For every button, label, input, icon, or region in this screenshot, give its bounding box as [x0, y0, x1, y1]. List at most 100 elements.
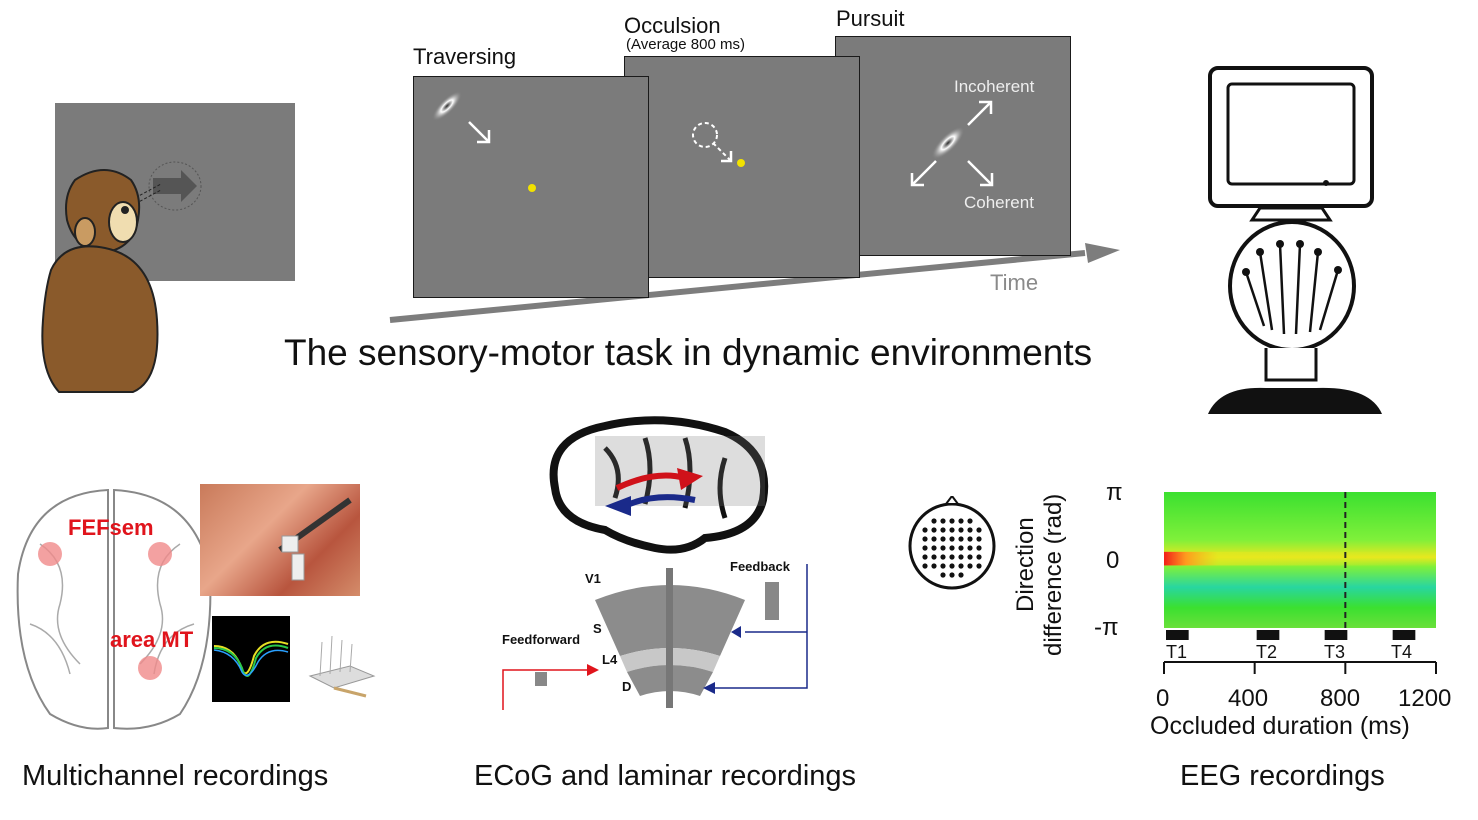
traversing-panel [413, 76, 649, 298]
eeg-ylabel-line2-text: difference (rad) [1040, 493, 1067, 656]
feedforward-label: Feedforward [502, 632, 581, 647]
feedback-label: Feedback [730, 559, 790, 574]
eeg-electrode-dot [931, 518, 937, 524]
time-label: Time [990, 270, 1039, 295]
eeg-electrode-dot [949, 554, 955, 560]
utah-array-icon [308, 635, 376, 698]
eeg-electrode-dot [940, 536, 946, 542]
eeg-electrode-dot [940, 554, 946, 560]
xtick-800: 800 [1320, 685, 1361, 712]
eeg-electrode-dot [967, 545, 973, 551]
brain-topview [16, 488, 212, 730]
eeg-electrode-dot [922, 554, 928, 560]
eeg-electrode-dot [949, 545, 955, 551]
multichannel-caption: Multichannel recordings [22, 760, 329, 792]
eeg-electrode-dot [958, 554, 964, 560]
window-bar-t1 [1166, 630, 1189, 640]
coherent-label: Coherent [964, 193, 1034, 212]
occlusion-path-icon [692, 122, 745, 167]
eeg-electrode-dot [931, 536, 937, 542]
traversing-label: Traversing [413, 44, 517, 69]
d-label: D [622, 679, 632, 694]
heatmap-hot-band [1164, 551, 1436, 566]
monitor-eeg-illustration [1208, 66, 1382, 414]
time-arrow [389, 243, 1120, 323]
window-bar-t4 [1392, 630, 1416, 640]
spike-waveform-plot [212, 616, 290, 702]
laminar-diagram [502, 564, 808, 710]
s-label: S [593, 621, 602, 636]
eeg-electrode-map-icon [908, 496, 996, 590]
eeg-electrode-dot [931, 527, 937, 533]
window-bar-t2 [1256, 630, 1280, 640]
pursuit-grating-icon [910, 100, 994, 187]
window-bar-t3 [1324, 630, 1348, 640]
traversing-grating-icon [432, 91, 536, 192]
ytick-zero: 0 [1106, 547, 1120, 574]
task-title: The sensory-motor task in dynamic enviro… [284, 332, 1093, 373]
eeg-electrode-dot [940, 572, 946, 578]
v1-label: V1 [585, 571, 601, 586]
occlusion-sub-label: (Average 800 ms) [626, 36, 745, 53]
pursuit-label: Pursuit [836, 6, 905, 31]
window-label-t2: T2 [1256, 642, 1278, 662]
eeg-electrode-dot [940, 527, 946, 533]
monkey-illustration [41, 161, 202, 393]
occlusion-label: Occulsion [624, 13, 721, 38]
eeg-electrode-dot [976, 527, 982, 533]
ytick-pi: π [1106, 479, 1123, 506]
eeg-electrode-dot [949, 536, 955, 542]
eeg-electrode-dot [958, 545, 964, 551]
window-label-t3: T3 [1324, 642, 1346, 662]
incoherent-label: Incoherent [954, 77, 1035, 96]
eeg-electrode-dot [931, 545, 937, 551]
eeg-electrode-dot [976, 536, 982, 542]
eeg-electrode-dot [940, 563, 946, 569]
l4-label: L4 [602, 652, 618, 667]
eeg-electrode-dot [922, 563, 928, 569]
eeg-electrode-dot [958, 563, 964, 569]
eeg-electrode-dot [922, 536, 928, 542]
window-label-t1: T1 [1166, 642, 1188, 662]
eeg-electrode-dot [967, 563, 973, 569]
brain-sideview [549, 416, 769, 554]
pursuit-panel: Incoherent Coherent [835, 36, 1071, 256]
window-label-t4: T4 [1391, 642, 1413, 662]
eeg-electrode-dot [967, 527, 973, 533]
occlusion-panel [624, 56, 860, 278]
eeg-electrode-dot [967, 536, 973, 542]
heatmap-cells [1164, 492, 1436, 628]
eeg-electrode-dot [958, 536, 964, 542]
eeg-electrode-dot [949, 563, 955, 569]
eeg-electrode-dot [958, 527, 964, 533]
eeg-electrode-dot [940, 545, 946, 551]
eeg-heatmap [1163, 492, 1437, 674]
xtick-0: 0 [1156, 685, 1170, 712]
eeg-electrode-dot [958, 572, 964, 578]
eeg-electrode-dot [922, 545, 928, 551]
eeg-caption: EEG recordings [1180, 760, 1385, 792]
eeg-electrode-dot [976, 554, 982, 560]
ytick-negpi: -π [1094, 614, 1119, 641]
eeg-electrode-dot [940, 518, 946, 524]
xtick-1200: 1200 [1398, 685, 1452, 712]
eeg-electrode-dot [931, 563, 937, 569]
electrode-icon [278, 497, 352, 581]
eeg-electrode-dot [949, 518, 955, 524]
eeg-electrode-dot [976, 563, 982, 569]
eeg-electrode-dot [949, 572, 955, 578]
xtick-400: 400 [1228, 685, 1269, 712]
surgery-photo [200, 484, 360, 596]
eeg-electrode-dot [967, 518, 973, 524]
eeg-ylabel-line1-text: Direction [1012, 517, 1039, 612]
eeg-electrode-dot [958, 518, 964, 524]
eeg-xlabel: Occluded duration (ms) [1150, 712, 1410, 740]
eeg-electrode-dot [922, 527, 928, 533]
eeg-electrode-dot [931, 554, 937, 560]
eeg-electrode-dot [976, 545, 982, 551]
ecog-caption: ECoG and laminar recordings [474, 760, 857, 792]
fefsem-label: FEFsem [68, 515, 154, 540]
eeg-electrode-dot [967, 554, 973, 560]
area-mt-label: area MT [110, 627, 194, 652]
eeg-electrode-dot [949, 527, 955, 533]
